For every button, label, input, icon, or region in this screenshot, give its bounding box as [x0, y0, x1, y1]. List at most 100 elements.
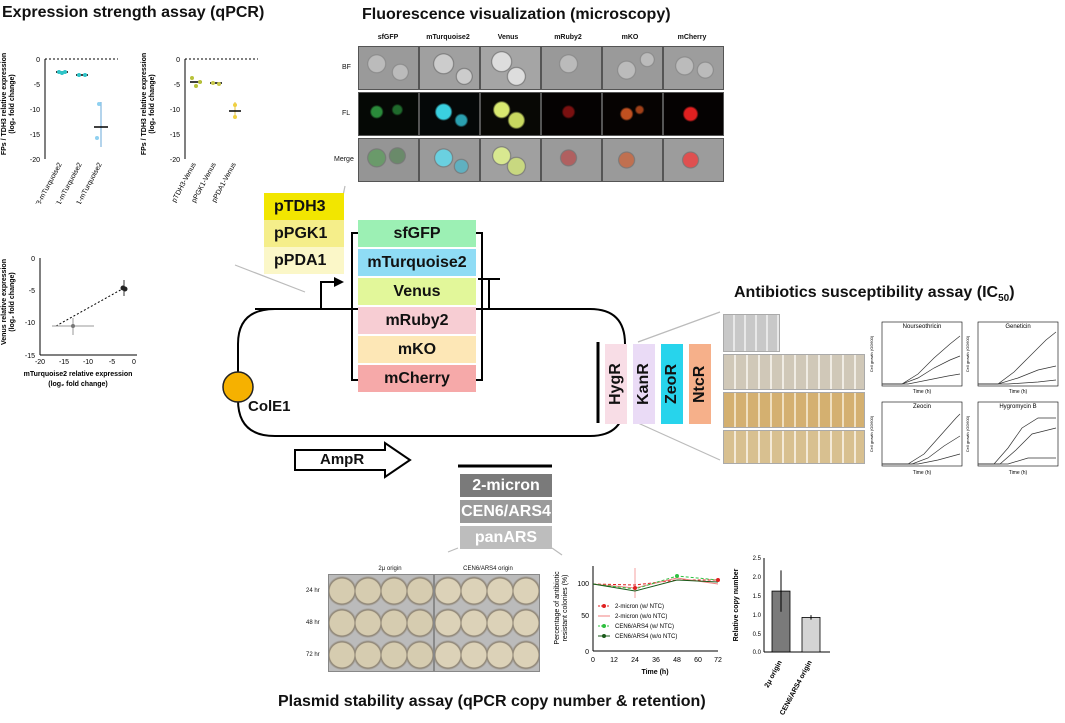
microscopy-image — [480, 46, 541, 90]
tube-photo-image — [723, 392, 865, 428]
retention-chart: Percentage of antibiotic resistant colon… — [554, 566, 722, 676]
microscopy-image — [541, 138, 602, 182]
marker-kanr: KanR — [633, 344, 655, 424]
copy-xtick: CEN6/ARS4 origin — [779, 660, 814, 717]
antibiotic-title-end: ) — [1009, 284, 1015, 301]
copy-ytick: 1.0 — [753, 613, 762, 619]
scatter-trendline — [55, 287, 125, 327]
plate-photo-image — [328, 574, 434, 672]
growth-xlabel: Time (h) — [1009, 470, 1028, 476]
scatter-xtick: -5 — [109, 359, 115, 366]
microscopy-image — [602, 138, 663, 182]
ampr-arrow — [294, 441, 412, 479]
origin-panars: panARS — [460, 526, 552, 549]
qpcr2-ylabel1: FPs / TDH3 relative expression — [141, 53, 148, 155]
qpcr-chart-venus: FPs / TDH3 relative expression (log₂ fol… — [141, 53, 258, 204]
qpcr2-ytick: -15 — [170, 132, 180, 139]
fp-mcherry: mCherry — [358, 365, 476, 392]
scatter-point — [71, 324, 75, 328]
antibiotic-title-text: Antibiotics susceptibility assay (IC — [734, 284, 999, 301]
growth-xlabel: Time (h) — [1009, 389, 1028, 395]
tube-photo-image — [723, 354, 865, 390]
retention-xtick: 60 — [694, 657, 702, 664]
plate-row-label: 24 hr — [306, 588, 320, 594]
microscopy-col-label: mTurquoise2 — [426, 34, 470, 41]
microscopy-image — [663, 138, 724, 182]
qpcr1-point — [95, 136, 99, 140]
scatter-xtick: -15 — [59, 359, 69, 366]
qpcr1-ylabel1: FPs / TDH3 relative expression — [1, 53, 8, 155]
retention-xtick: 12 — [610, 657, 618, 664]
plate-photo-image — [434, 574, 540, 672]
microscopy-image — [602, 92, 663, 136]
growth-panel-title: Hygromycin B — [999, 404, 1036, 410]
microscopy-col-label: mRuby2 — [554, 34, 582, 41]
qpcr2-point — [194, 84, 198, 88]
retention-ylabel1: Percentage of antibiotic — [554, 571, 561, 645]
retention-ytick: 0 — [585, 649, 589, 656]
promoter-ptdh3: pTDH3 — [264, 193, 344, 220]
qpcr2-point — [190, 76, 194, 80]
tube-photos — [723, 314, 865, 464]
copy-ytick: 0.0 — [753, 650, 762, 656]
marker-hygr: HygR — [605, 344, 627, 424]
plasmid-backbone — [237, 308, 626, 437]
growth-ylabel: Cell growth (OD600) — [869, 415, 874, 452]
microscopy-image — [480, 138, 541, 182]
cole1-origin — [222, 371, 254, 403]
retention-series-line — [592, 579, 719, 592]
fp-mturquoise2: mTurquoise2 — [358, 249, 476, 276]
scatter-ylabel2: (log₂ fold change) — [9, 272, 16, 332]
microscopy-image — [480, 92, 541, 136]
retention-legend-item: CEN6/ARS4 (w/o NTC) — [615, 634, 677, 640]
microscopy-col-label: mCherry — [677, 34, 707, 41]
growth-curve — [978, 457, 1056, 465]
scatter-xtick: -10 — [83, 359, 93, 366]
microscopy-col-label: Venus — [497, 34, 519, 41]
stability-section-title: Plasmid stability assay (qPCR copy numbe… — [278, 693, 706, 710]
retention-ytick: 50 — [581, 613, 589, 620]
growth-ylabel: Cell growth (OD600) — [869, 335, 874, 372]
qpcr1-point — [97, 102, 101, 106]
growth-curve — [882, 453, 961, 465]
origin-2micron: 2-micron — [460, 474, 552, 497]
copy-bar — [801, 617, 821, 653]
growth-xlabel: Time (h) — [913, 470, 932, 476]
fp-venus: Venus — [358, 278, 476, 305]
qpcr2-point — [233, 115, 237, 119]
plate-col-header: 2μ origin — [378, 566, 402, 572]
growth-ylabel: Cell growth (OD600) — [965, 335, 970, 372]
copy-number-chart: Relative copy number 0.0 0.5 1.0 1.5 2.0… — [733, 556, 830, 717]
qpcr2-point — [198, 80, 202, 84]
growth-panel-4: Hygromycin B Cell growth (OD600) Time (h… — [965, 401, 1059, 476]
growth-panel-2: Geneticin Cell growth (OD600) Time (h) — [965, 321, 1059, 395]
retention-series-line — [592, 575, 719, 590]
microscopy-row-label: Merge — [334, 156, 354, 163]
growth-curve — [978, 379, 1057, 385]
scatter-xtick: 0 — [132, 359, 136, 366]
copy-xtick: 2μ origin — [764, 660, 784, 689]
growth-panel-title: Nourseothricin — [903, 324, 942, 330]
fp-bracket-left — [351, 232, 358, 381]
copy-ylabel: Relative copy number — [733, 568, 740, 641]
cole1-label: ColE1 — [248, 398, 291, 415]
microscopy-image — [419, 138, 480, 182]
qpcr2-point — [233, 103, 237, 107]
qpcr-chart-mturquoise2: FPs / TDH3 relative expression (log₂ fol… — [1, 53, 118, 204]
microscopy-image — [541, 92, 602, 136]
growth-curves: Nourseothricin Cell growth (OD600) Time … — [869, 321, 1059, 476]
qpcr1-ytick: -20 — [30, 157, 40, 164]
fp-bracket-right — [476, 232, 483, 381]
microscopy-col-label: mKO — [621, 34, 639, 41]
scatter-xlabel1: mTurquoise2 relative expression — [24, 371, 133, 378]
microscopy-image — [358, 92, 419, 136]
fp-sfgfp: sfGFP — [358, 220, 476, 247]
retention-xtick: 0 — [591, 657, 595, 664]
qpcr2-point — [217, 82, 221, 86]
qpcr1-ytick: -10 — [30, 107, 40, 114]
microscopy-grid: sfGFP mTurquoise2 Venus mRuby2 mKO mCher… — [330, 34, 730, 184]
promoter-arrowhead — [334, 277, 344, 287]
retention-point — [633, 586, 637, 590]
